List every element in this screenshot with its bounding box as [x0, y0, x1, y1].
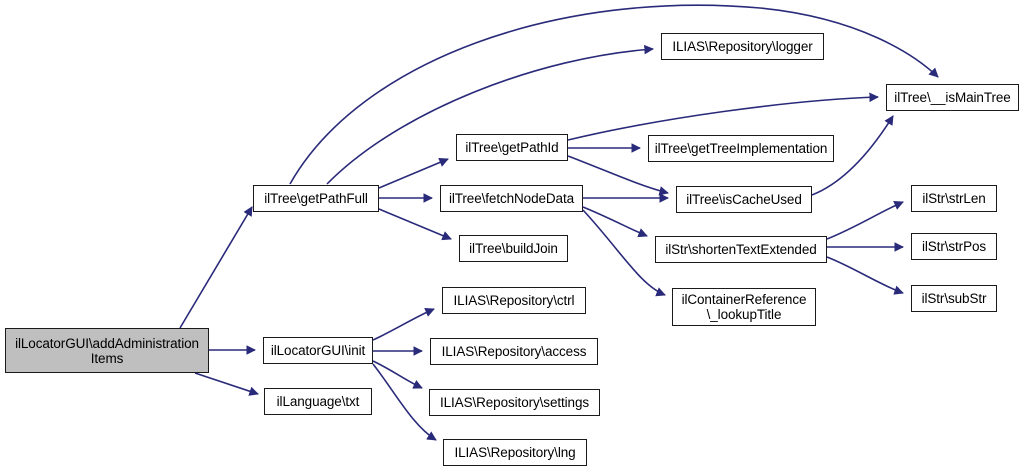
- edge-addadministrationitems-illanguagetxt: [194, 372, 259, 396]
- node-shortentextextended[interactable]: ilStr\shortenTextExtended: [655, 236, 827, 263]
- node-ilstr-strpos[interactable]: ilStr\strPos: [911, 233, 997, 260]
- node-getpathid[interactable]: ilTree\getPathId: [456, 134, 568, 161]
- node-illocatorgui-init[interactable]: ilLocatorGUI\init: [263, 337, 373, 364]
- edge-getpathfull-ismaintree: [289, 4, 939, 185]
- edge-init-reposettings: [372, 360, 423, 389]
- node-fetchnodedata[interactable]: ilTree\fetchNodeData: [440, 185, 583, 212]
- node-iscacheused[interactable]: ilTree\isCacheUsed: [676, 186, 812, 213]
- node-buildjoin[interactable]: ilTree\buildJoin: [459, 235, 568, 262]
- node-addadministrationitems[interactable]: ilLocatorGUI\addAdministration Items: [5, 328, 209, 373]
- node-repository-settings[interactable]: ILIAS\Repository\settings: [429, 389, 600, 416]
- edge-fetchnodedata-containerreferencelookuptitle: [582, 209, 666, 297]
- node-repository-logger[interactable]: ILIAS\Repository\logger: [661, 33, 824, 60]
- edge-getpathfull-getpathid: [378, 157, 449, 189]
- edge-shortentextextended-substr: [826, 256, 904, 295]
- node-repository-lng[interactable]: ILIAS\Repository\lng: [443, 439, 587, 466]
- edge-getpathid-ismaintree: [567, 92, 879, 141]
- edge-addadministrationitems-getpathfull: [179, 206, 253, 329]
- node-repository-ctrl[interactable]: ILIAS\Repository\ctrl: [442, 287, 586, 314]
- node-ismaintree[interactable]: ilTree\__isMainTree: [886, 84, 1019, 111]
- node-repository-access[interactable]: ILIAS\Repository\access: [430, 338, 598, 365]
- edge-init-repoctrl: [372, 307, 435, 341]
- node-ilstr-substr[interactable]: ilStr\subStr: [911, 285, 997, 312]
- node-gettreeimplementation[interactable]: ilTree\getTreeImplementation: [648, 135, 834, 162]
- node-containerreference-lookuptitle[interactable]: ilContainerReference \_lookupTitle: [672, 288, 816, 326]
- node-illanguage-txt[interactable]: ilLanguage\txt: [264, 388, 372, 415]
- node-ilstr-strlen[interactable]: ilStr\strLen: [911, 185, 997, 212]
- node-getpathfull[interactable]: ilTree\getPathFull: [253, 185, 379, 212]
- edge-init-repolng: [372, 363, 437, 441]
- edge-shortentextextended-strlen: [826, 201, 904, 240]
- edge-getpathfull-buildjoin: [378, 208, 452, 241]
- edge-getpathfull-repologger: [326, 44, 654, 185]
- edge-fetchnodedata-shortentextextended: [582, 206, 648, 238]
